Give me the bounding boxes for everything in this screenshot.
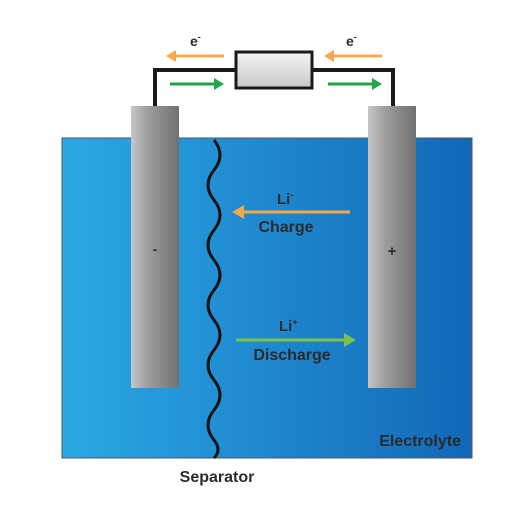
separator-label: Separator — [180, 469, 255, 486]
electron-label-left: e- — [190, 32, 201, 49]
electron-label-right: e- — [346, 32, 357, 49]
load-resistor — [234, 50, 314, 90]
charge-ion-arrow — [232, 205, 350, 219]
electrolyte-label: Electrolyte — [379, 433, 461, 450]
discharge-ion-arrow — [236, 333, 356, 347]
cathode-electrode — [368, 106, 416, 388]
discharge-ion-label: Li+ — [279, 317, 298, 335]
electron-arrow-left-top — [166, 50, 224, 62]
electron-arrow-left-bottom — [170, 78, 224, 90]
anode-electrode — [131, 106, 179, 388]
external-wire — [153, 68, 395, 108]
cathode-sign: + — [388, 243, 397, 260]
charge-ion-label: Li- — [277, 190, 293, 208]
charge-label: Charge — [258, 219, 313, 236]
separator-membrane — [206, 139, 222, 460]
anode-sign: - — [153, 241, 158, 257]
discharge-label: Discharge — [253, 347, 330, 364]
electron-arrow-right-top — [324, 50, 382, 62]
electron-arrow-right-bottom — [328, 78, 382, 90]
